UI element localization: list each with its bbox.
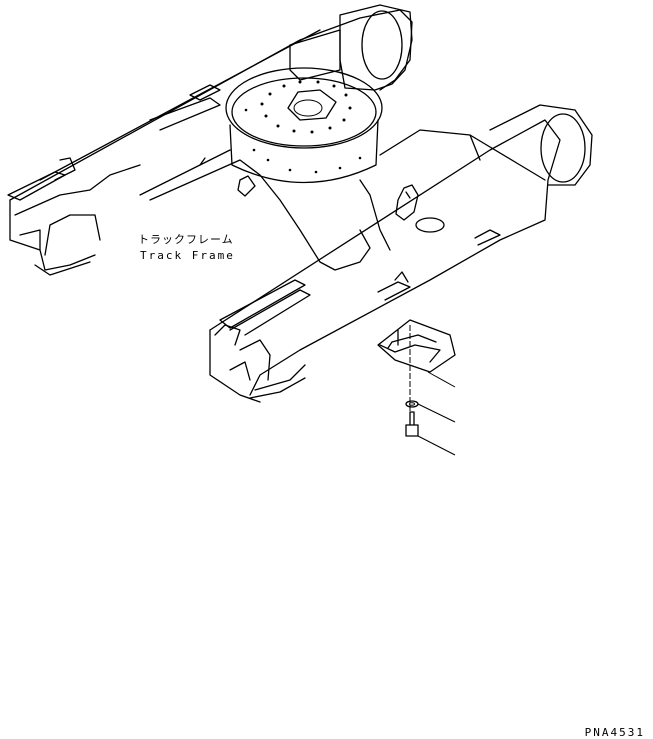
- track-frame-label-jp: トラックフレーム: [138, 233, 234, 246]
- upper-side-rail: [7, 9, 413, 276]
- bolt: [405, 411, 419, 437]
- lower-side-rail: [209, 119, 561, 403]
- swing-circle: [225, 67, 383, 184]
- track-frame-label-en: Track Frame: [140, 249, 235, 262]
- washer: [405, 400, 419, 408]
- lower-idler-housing: [469, 104, 593, 186]
- bracket-assembly: [377, 319, 456, 373]
- figure-code: PNA4531: [584, 726, 645, 739]
- center-body: [139, 84, 481, 271]
- swing-circle-bolt-holes: [244, 80, 362, 174]
- upper-idler-housing: [289, 4, 413, 91]
- leader-lines: [417, 371, 456, 456]
